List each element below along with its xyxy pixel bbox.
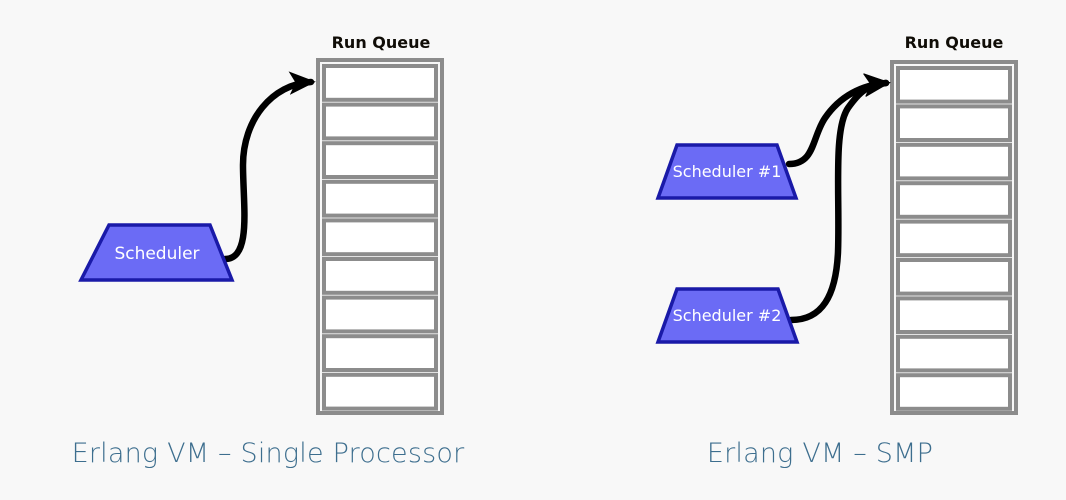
queue-cell[interactable]	[322, 141, 438, 179]
arrow-scheduler-to-queue	[221, 71, 316, 263]
queue-cell[interactable]	[896, 296, 1012, 334]
panel-caption-single-processor: Erlang VM – Single Processor	[72, 438, 466, 469]
run-queue-frame-left	[316, 58, 444, 415]
run-queue-title-left: Run Queue	[332, 33, 431, 52]
run-queue-left[interactable]	[316, 58, 444, 415]
panel-smp: Run Queue Scheduler #1	[655, 33, 1018, 469]
queue-cell[interactable]	[322, 179, 438, 218]
queue-cell[interactable]	[322, 295, 438, 334]
scheduler-trapezoid	[655, 287, 800, 344]
scheduler-node-1[interactable]: Scheduler #1	[655, 143, 799, 200]
queue-cell[interactable]	[322, 372, 438, 411]
queue-cell[interactable]	[896, 181, 1012, 219]
run-queue-frame-right	[890, 60, 1018, 415]
queue-cell[interactable]	[896, 219, 1012, 258]
scheduler-node-2[interactable]: Scheduler #2	[655, 287, 800, 344]
arrow-scheduler-2-to-queue	[787, 73, 891, 324]
scheduler-label: Scheduler	[114, 244, 199, 264]
queue-cell[interactable]	[896, 334, 1012, 373]
queue-cell[interactable]	[896, 373, 1012, 411]
scheduler-label: Scheduler #1	[673, 162, 782, 181]
queue-cell[interactable]	[896, 258, 1012, 296]
scheduler-node-single[interactable]: Scheduler	[78, 223, 235, 282]
queue-cell[interactable]	[896, 66, 1012, 104]
queue-cell[interactable]	[896, 104, 1012, 142]
queue-cell[interactable]	[896, 142, 1012, 181]
scheduler-trapezoid	[655, 143, 799, 200]
panel-caption-smp: Erlang VM – SMP	[707, 438, 933, 469]
run-queue-right[interactable]	[890, 60, 1018, 415]
run-queue-title-right: Run Queue	[905, 33, 1004, 52]
panel-single-processor: Run Queue Scheduler Erlang VM – Single P…	[72, 33, 466, 469]
scheduler-trapezoid	[78, 223, 235, 282]
queue-cell[interactable]	[322, 218, 438, 257]
queue-cell[interactable]	[322, 64, 438, 102]
queue-cell[interactable]	[322, 334, 438, 373]
queue-cell[interactable]	[322, 102, 438, 141]
scheduler-label: Scheduler #2	[673, 306, 782, 325]
queue-cell[interactable]	[322, 257, 438, 295]
